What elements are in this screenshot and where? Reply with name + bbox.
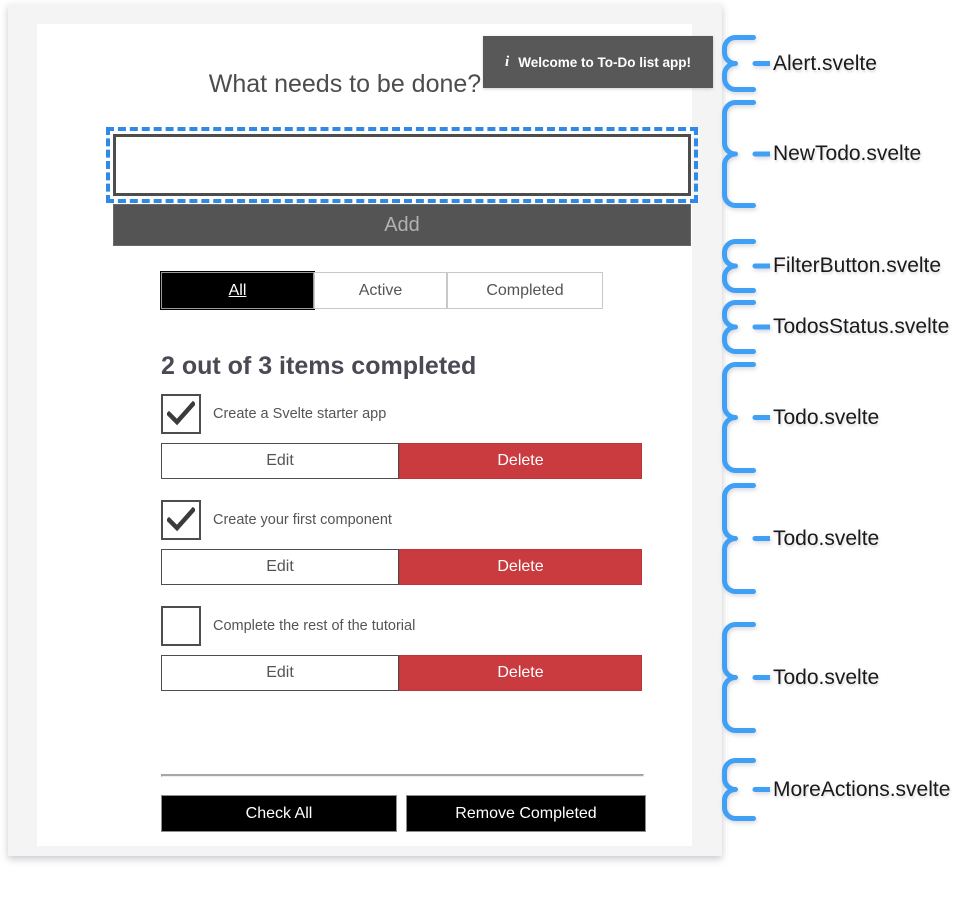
annotation-label: Todo.svelte: [773, 665, 880, 689]
delete-button[interactable]: Delete: [399, 655, 642, 691]
annotation-bracket: Alert.svelte: [722, 35, 877, 92]
edit-button[interactable]: Edit: [161, 443, 399, 479]
annotation-label: Todo.svelte: [773, 526, 880, 550]
new-todo-form: Add: [106, 127, 698, 246]
todo-actions: Edit Delete: [161, 655, 643, 691]
check-all-button[interactable]: Check All: [161, 795, 397, 832]
filter-label-completed: Completed: [486, 281, 564, 299]
annotation-bracket: MoreActions.svelte: [722, 758, 950, 821]
curly-brace-icon: [722, 100, 770, 208]
more-actions: Check All Remove Completed: [161, 795, 646, 832]
todo-label: Complete the rest of the tutorial: [213, 618, 416, 634]
todo-row: Complete the rest of the tutorial: [161, 606, 643, 646]
filter-button-completed[interactable]: Completed: [447, 272, 603, 309]
todo-label: Create your first component: [213, 512, 392, 528]
todo-actions: Edit Delete: [161, 549, 643, 585]
add-todo-button[interactable]: Add: [113, 204, 691, 246]
delete-button[interactable]: Delete: [399, 443, 642, 479]
filter-label-all: All: [228, 281, 247, 299]
annotation-label: FilterButton.svelte: [773, 254, 942, 277]
curly-brace-icon: [722, 362, 770, 473]
todo-row: Create a Svelte starter app: [161, 394, 643, 434]
page-title: What needs to be done?: [208, 70, 482, 98]
annotation-bracket: Todo.svelte: [722, 362, 879, 473]
edit-button[interactable]: Edit: [161, 549, 399, 585]
todo-actions: Edit Delete: [161, 443, 643, 479]
section-divider: [161, 774, 644, 777]
todo-item: Complete the rest of the tutorial Edit D…: [161, 606, 643, 691]
annotation-bracket: Todo.svelte: [722, 483, 879, 594]
todo-checkbox-checked[interactable]: [161, 500, 201, 540]
annotation-label: NewTodo.svelte: [773, 142, 922, 165]
todo-checkbox-checked[interactable]: [161, 394, 201, 434]
check-icon: [167, 401, 195, 426]
curly-brace-icon: [722, 239, 770, 293]
todo-item: Create your first component Edit Delete: [161, 500, 643, 585]
curly-brace-icon: [722, 35, 770, 92]
todo-list: Create a Svelte starter app Edit Delete …: [161, 394, 643, 712]
alert-banner: i Welcome to To-Do list app!: [483, 36, 713, 88]
filter-button-all[interactable]: All: [160, 271, 315, 310]
annotation-bracket: FilterButton.svelte: [722, 239, 941, 293]
info-icon: i: [505, 53, 510, 70]
delete-button[interactable]: Delete: [399, 549, 642, 585]
annotation-label: MoreActions.svelte: [773, 777, 951, 801]
filter-button-active[interactable]: Active: [314, 272, 447, 309]
curly-brace-icon: [722, 300, 770, 354]
filter-button-group: All Active Completed: [160, 271, 603, 310]
todos-status-heading: 2 out of 3 items completed: [161, 351, 477, 380]
todo-label: Create a Svelte starter app: [213, 406, 387, 422]
curly-brace-icon: [722, 622, 770, 733]
annotation-label: TodosStatus.svelte: [773, 315, 950, 338]
alert-message: Welcome to To-Do list app!: [518, 54, 691, 70]
todo-item: Create a Svelte starter app Edit Delete: [161, 394, 643, 479]
annotation-bracket: NewTodo.svelte: [722, 100, 921, 208]
annotation-bracket: Todo.svelte: [722, 622, 879, 733]
annotation-label: Alert.svelte: [773, 51, 877, 75]
filter-label-active: Active: [358, 281, 403, 299]
annotation-label: Todo.svelte: [773, 405, 880, 429]
curly-brace-icon: [722, 758, 770, 821]
new-todo-input[interactable]: [106, 127, 698, 203]
todo-row: Create your first component: [161, 500, 643, 540]
todo-checkbox-unchecked[interactable]: [161, 606, 201, 646]
todo-app-card: What needs to be done? Add All Active Co…: [37, 24, 698, 846]
edit-button[interactable]: Edit: [161, 655, 399, 691]
curly-brace-icon: [722, 483, 770, 594]
annotation-bracket: TodosStatus.svelte: [722, 300, 949, 354]
check-icon: [167, 507, 195, 532]
remove-completed-button[interactable]: Remove Completed: [406, 795, 646, 832]
